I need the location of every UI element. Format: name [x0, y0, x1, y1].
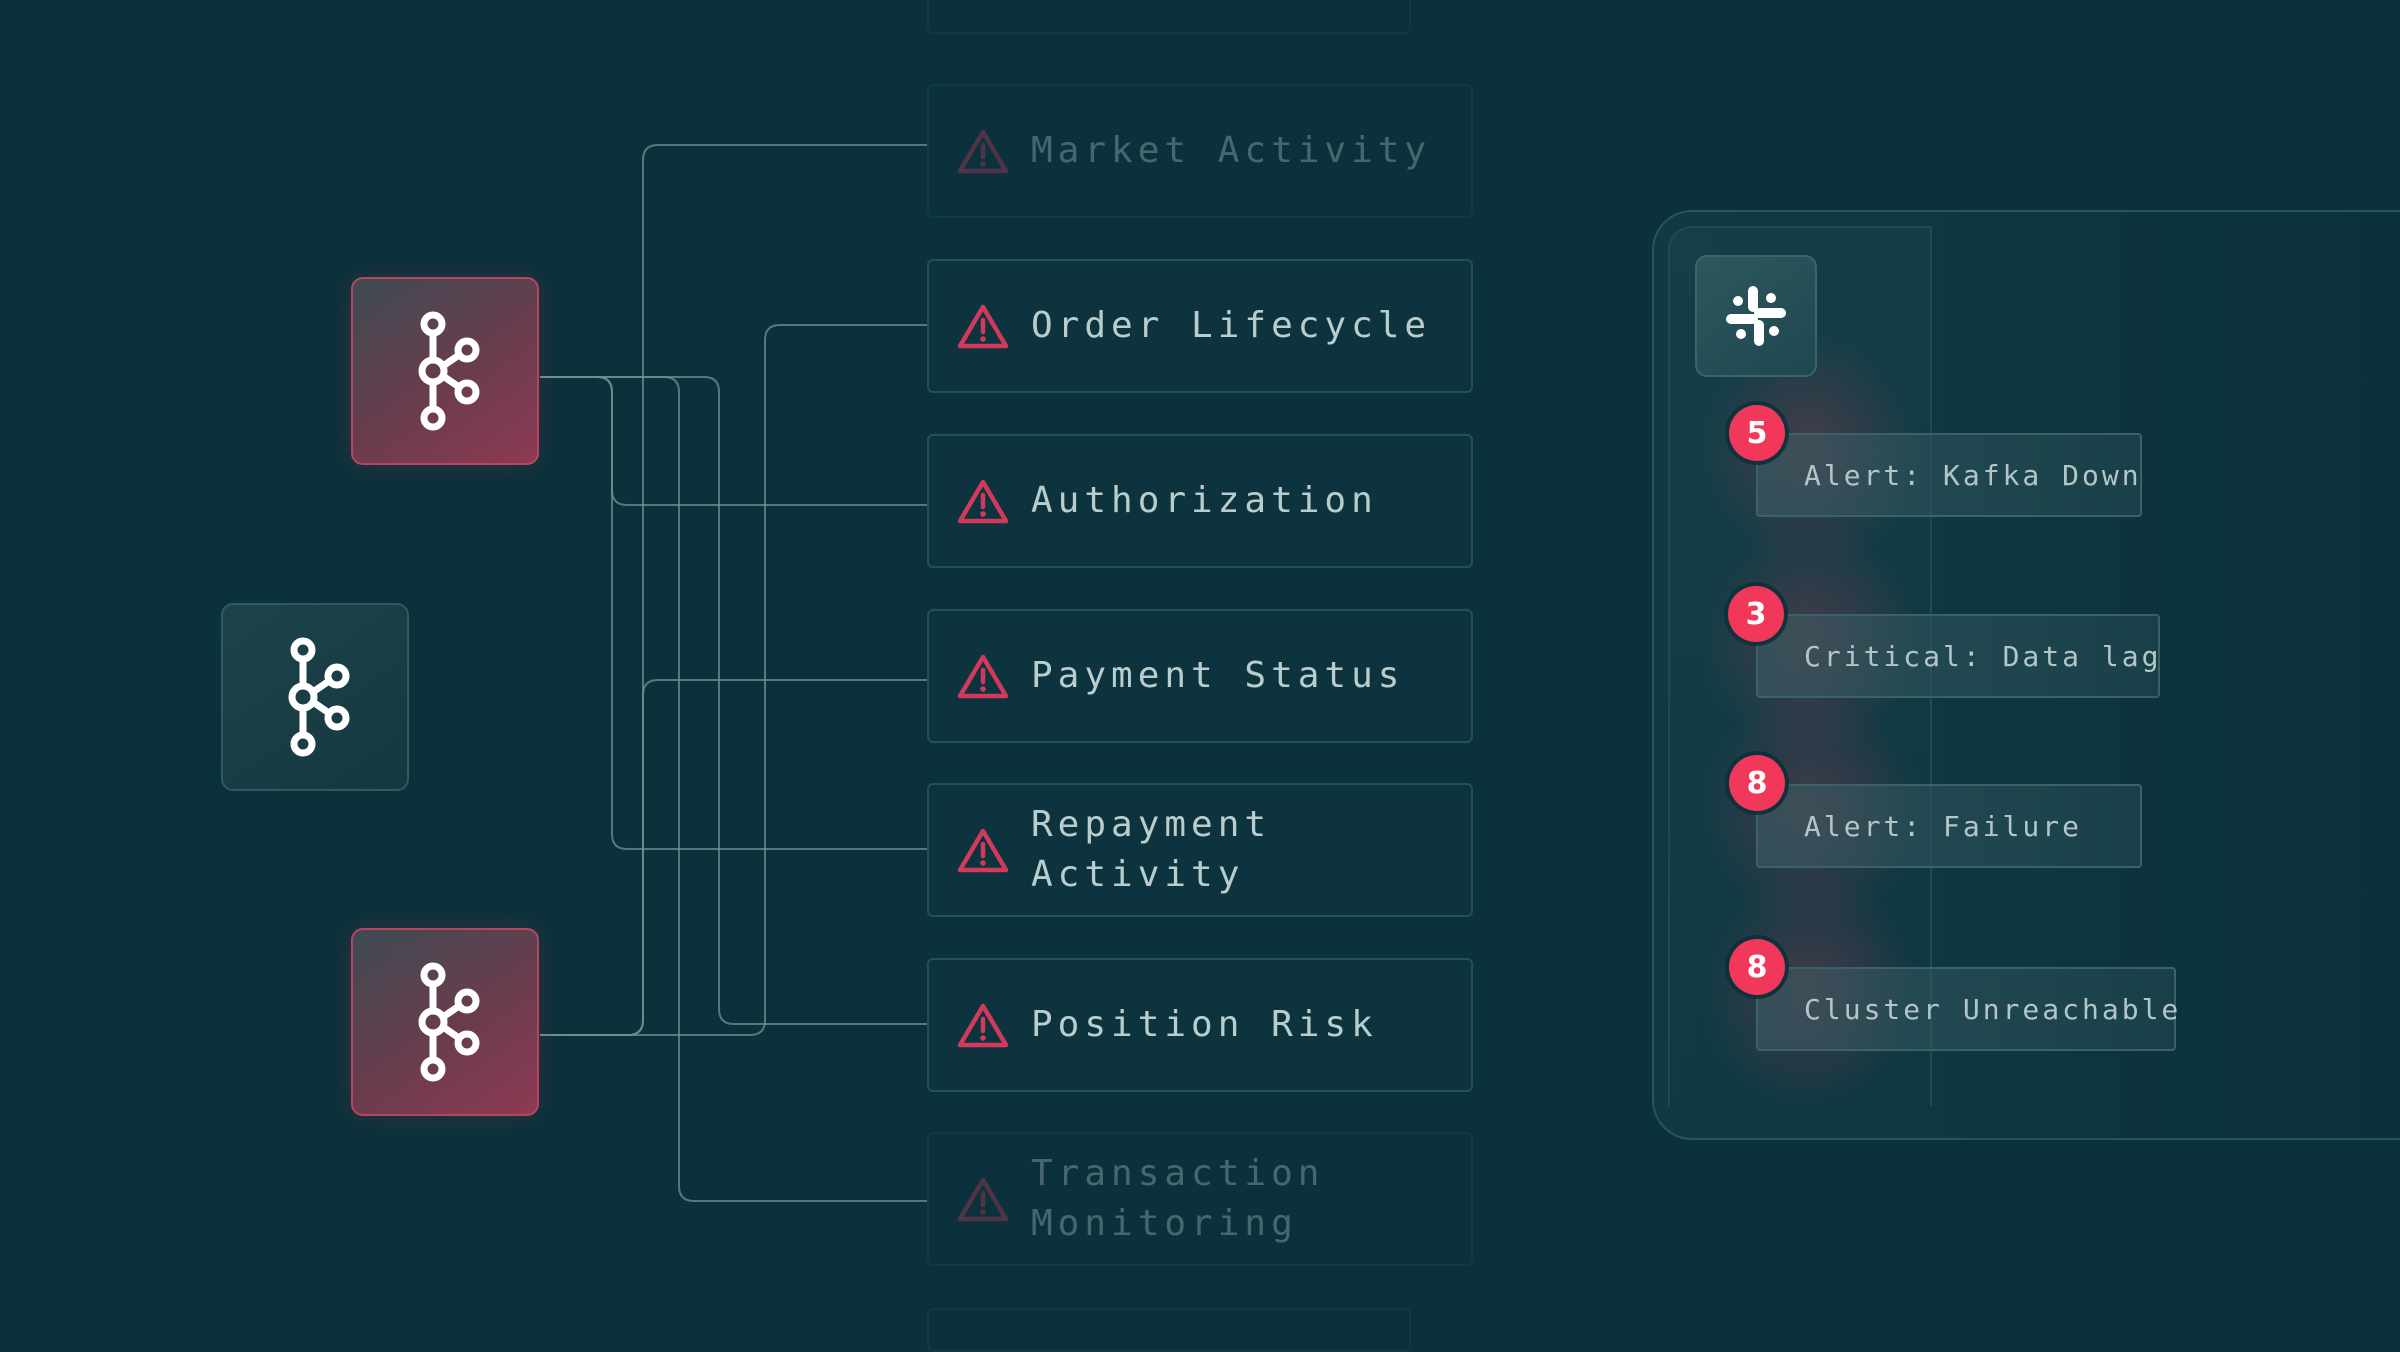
wire-top-to-position — [540, 376, 927, 1025]
notification-badge: 8 — [1729, 939, 1785, 995]
kafka-icon — [288, 637, 350, 757]
wire-top-to-authorization — [540, 376, 927, 506]
topic-label: Market Activity — [1031, 130, 1432, 171]
topic-label: Order Lifecycle — [1031, 305, 1432, 346]
warning-icon — [957, 654, 1009, 699]
kafka-icon — [418, 311, 480, 431]
warning-icon — [957, 1003, 1009, 1048]
wire-bottom-to-market — [540, 144, 927, 1036]
warning-icon — [957, 304, 1009, 349]
topic-order-lifecycle[interactable]: Order Lifecycle — [927, 259, 1473, 393]
topic-label: Repayment Activity — [1031, 804, 1272, 895]
wire-bottom-to-order — [540, 324, 927, 1036]
kafka-broker-top[interactable] — [351, 277, 539, 465]
wire-bottom-to-payment — [540, 679, 927, 1036]
message-text: Alert: Failure — [1804, 809, 2083, 843]
topic-transaction-monitoring[interactable]: Transaction Monitoring — [927, 1132, 1473, 1266]
kafka-broker-middle[interactable] — [221, 603, 409, 791]
warning-icon — [957, 1177, 1009, 1222]
kafka-icon — [418, 962, 480, 1082]
message-text: Cluster Unreachable — [1804, 992, 2182, 1026]
topic-repayment-activity[interactable]: Repayment Activity — [927, 783, 1473, 917]
warning-icon — [957, 129, 1009, 174]
slack-icon — [1726, 286, 1786, 346]
slack-app-button[interactable] — [1695, 255, 1817, 377]
warning-icon — [957, 479, 1009, 524]
topic-label: Payment Status — [1031, 655, 1405, 696]
topic-label: Position Risk — [1031, 1004, 1378, 1045]
topic-authorization[interactable]: Authorization — [927, 434, 1473, 568]
topic-ghost-bottom — [927, 1308, 1411, 1352]
slack-message[interactable]: Critical: Data lag — [1756, 614, 2160, 698]
warning-icon — [957, 828, 1009, 873]
notification-badge: 8 — [1729, 755, 1785, 811]
topic-market-activity[interactable]: Market Activity — [927, 84, 1473, 218]
notification-badge: 3 — [1728, 586, 1784, 642]
slack-message[interactable]: Alert: Kafka Down — [1756, 433, 2142, 517]
slack-message[interactable]: Cluster Unreachable — [1756, 967, 2178, 1051]
topic-label: Authorization — [1031, 480, 1378, 521]
topic-ghost-top — [927, 0, 1411, 34]
wire-top-to-monitoring — [540, 376, 927, 1202]
message-text: Critical: Data lag — [1804, 639, 2162, 673]
topic-payment-status[interactable]: Payment Status — [927, 609, 1473, 743]
slack-message[interactable]: Alert: Failure — [1756, 784, 2142, 868]
wire-top-to-repayment — [540, 376, 927, 850]
topic-position-risk[interactable]: Position Risk — [927, 958, 1473, 1092]
message-text: Alert: Kafka Down — [1804, 458, 2142, 492]
notification-badge: 5 — [1729, 405, 1785, 461]
kafka-broker-bottom[interactable] — [351, 928, 539, 1116]
topic-label: Transaction Monitoring — [1031, 1153, 1325, 1244]
